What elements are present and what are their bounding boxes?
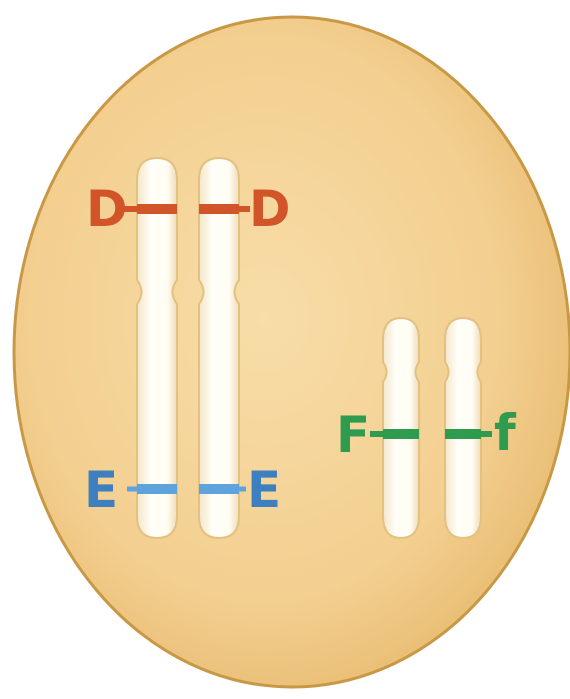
allele-label-d-left: D — [86, 184, 128, 234]
allele-label-e-right: E — [247, 465, 281, 515]
allele-label-f-left: F — [336, 410, 370, 460]
allele-band-f-left — [383, 429, 419, 439]
chromosome-short-right — [445, 318, 481, 538]
chromosome-long-right — [199, 158, 239, 538]
cell-membrane — [14, 17, 570, 687]
allele-label-d-right: D — [249, 184, 291, 234]
allele-band-e-right — [199, 484, 239, 494]
allele-band-d-right — [199, 204, 239, 214]
allele-band-d-left — [137, 204, 177, 214]
allele-label-e-left: E — [84, 465, 118, 515]
allele-band-f-right — [445, 429, 481, 439]
allele-band-e-left — [137, 484, 177, 494]
allele-label-f-right: f — [494, 408, 516, 458]
chromosome-long-left — [137, 158, 177, 538]
chromosome-short-left — [383, 318, 419, 538]
